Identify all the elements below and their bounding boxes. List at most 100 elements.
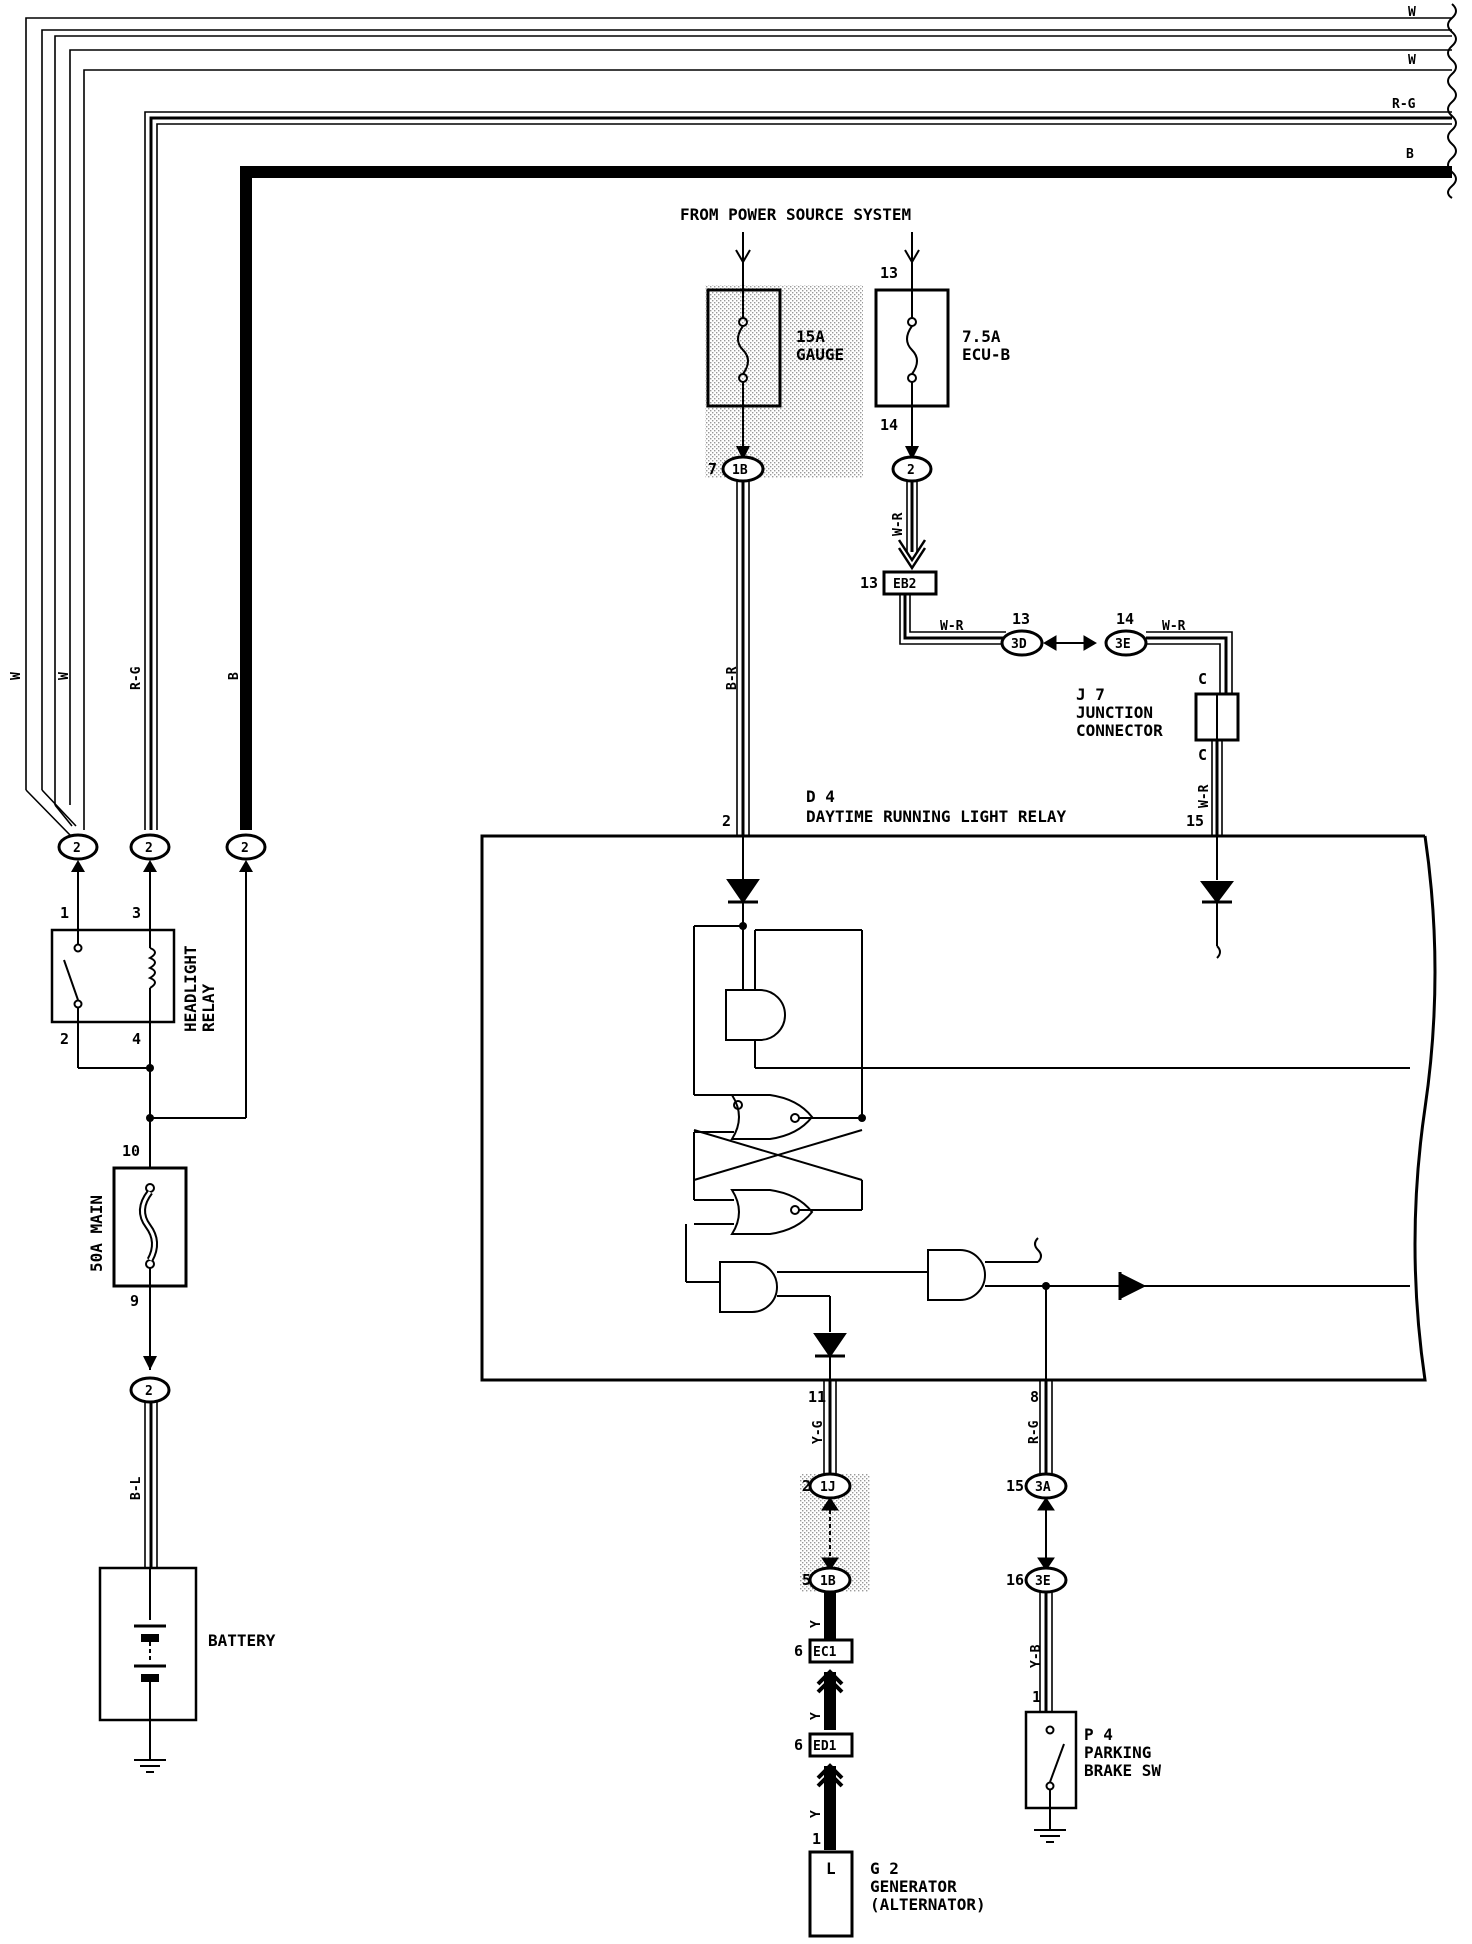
wire-label-y2: Y — [809, 1712, 824, 1720]
parking-brake-switch — [1024, 1710, 1078, 1843]
pin-14-3e: 14 — [1116, 610, 1134, 628]
wire-label-wr-h2: W-R — [1162, 619, 1186, 634]
headlight-relay — [50, 872, 176, 1069]
svg-text:3E: 3E — [1115, 637, 1131, 652]
yb-wire — [1039, 1592, 1053, 1712]
connector-2-row: 2 2 2 — [57, 833, 267, 861]
connector-2-d: 2 — [129, 1376, 171, 1404]
wire-label-w-v1: W — [9, 672, 24, 680]
junction-connector-j7 — [1194, 692, 1240, 742]
svg-text:3D: 3D — [1011, 637, 1027, 652]
generator — [808, 1850, 854, 1938]
pin-13-ecub: 13 — [880, 264, 898, 282]
wire-label-yb: Y-B — [1029, 1644, 1044, 1668]
wire-label-wr-h1: W-R — [940, 619, 964, 634]
connector-3d: 3D — [1000, 629, 1044, 657]
svg-text:2: 2 — [145, 1384, 153, 1399]
junction-dot-d4-2 — [858, 1114, 866, 1122]
pin-6-ec1: 6 — [794, 1642, 803, 1660]
w-wire-joins — [25, 789, 77, 836]
from-power-source-label: FROM POWER SOURCE SYSTEM — [680, 205, 911, 224]
connector-1j-1b-arrows — [821, 1497, 839, 1571]
connector-arrows-left — [71, 860, 253, 872]
pin-14-ecub: 14 — [880, 416, 898, 434]
connector-3a-3e-arrows — [1037, 1497, 1055, 1571]
wr-wire-to-d4 — [1211, 740, 1223, 836]
connector-2-a: 2 — [57, 833, 99, 861]
wire-label-rg-v: R-G — [129, 666, 144, 690]
pin-7: 7 — [708, 460, 717, 478]
junction-dot-d4-1 — [739, 922, 747, 930]
main-fuse — [112, 1166, 188, 1370]
d4-name: DAYTIME RUNNING LIGHT RELAY — [806, 807, 1066, 826]
ecub-fuse-name: ECU-B — [962, 345, 1011, 364]
svg-text:EC1: EC1 — [813, 1645, 837, 1660]
g2-name-1: GENERATOR — [870, 1877, 957, 1896]
wire-label-w-v2: W — [57, 672, 72, 680]
d4-internal-circuit — [685, 836, 1410, 1380]
ecub-fuse — [874, 232, 950, 456]
pin-1-gen: 1 — [812, 1830, 821, 1848]
wire-label-rg-bot: R-G — [1027, 1420, 1042, 1444]
connector-eb2: EB2 — [882, 570, 938, 596]
pin-1-relay: 1 — [60, 904, 69, 922]
wire-label-br: B-R — [725, 666, 740, 690]
svg-text:2: 2 — [145, 841, 153, 856]
connector-3e-top: 3E — [1104, 629, 1148, 657]
g2-name-2: (ALTERNATOR) — [870, 1895, 986, 1914]
svg-text:2: 2 — [73, 841, 81, 856]
connector-pair-arrow — [1043, 635, 1097, 651]
connector-ec1: EC1 — [808, 1638, 854, 1664]
d4-relay-box — [480, 834, 1437, 1382]
pin-4-relay: 4 — [132, 1030, 141, 1048]
pin-9: 9 — [130, 1292, 139, 1310]
gauge-fuse-name: GAUGE — [796, 345, 844, 364]
svg-text:2: 2 — [241, 841, 249, 856]
gauge-fuse-amp: 15A — [796, 327, 825, 346]
pin-2-1j: 2 — [802, 1477, 811, 1495]
wire-label-wr-v: W-R — [891, 512, 906, 536]
svg-text:2: 2 — [907, 463, 915, 478]
wire-label-bl: B-L — [129, 1476, 144, 1500]
connector-2-b: 2 — [129, 833, 171, 861]
junction-dot-2 — [146, 1114, 154, 1122]
yg-wire — [823, 1380, 837, 1474]
pin-8: 8 — [1030, 1388, 1039, 1406]
p4-code: P 4 — [1084, 1725, 1113, 1744]
wire-label-wr-v2: W-R — [1197, 784, 1212, 808]
arrow-ecub-down — [905, 446, 919, 460]
wr-wire-horizontal — [899, 594, 1006, 645]
junction-dot-d4-3 — [1042, 1282, 1050, 1290]
wire-label-w-top1: W — [1408, 5, 1416, 20]
junction-dot-1 — [146, 1064, 154, 1072]
p4-name-2: BRAKE SW — [1084, 1761, 1161, 1780]
pin-c-top: C — [1198, 670, 1207, 688]
connector-1j: 1J — [808, 1472, 852, 1500]
ecub-fuse-amp: 7.5A — [962, 327, 1001, 346]
wr-wire-to-j7 — [1146, 631, 1233, 694]
battery — [98, 1566, 198, 1773]
pin-6-ed1: 6 — [794, 1736, 803, 1754]
wire-label-rg-top: R-G — [1392, 97, 1416, 112]
generator-terminal: L — [826, 1859, 836, 1878]
pin-c-bottom: C — [1198, 746, 1207, 764]
svg-text:1B: 1B — [820, 1574, 836, 1589]
pin-2-relay: 2 — [60, 1030, 69, 1048]
top-wires — [25, 17, 1452, 830]
wire-label-w-top2: W — [1408, 53, 1416, 68]
svg-text:EB2: EB2 — [893, 577, 916, 592]
j7-name-2: CONNECTOR — [1076, 721, 1163, 740]
connector-2-c: 2 — [225, 833, 267, 861]
pin-13-eb2: 13 — [860, 574, 878, 592]
j7-name-1: JUNCTION — [1076, 703, 1153, 722]
pin-15-d4: 15 — [1186, 812, 1204, 830]
pin-3-relay: 3 — [132, 904, 141, 922]
wire-label-y3: Y — [809, 1810, 824, 1818]
wire-label-b-v: B — [227, 672, 242, 680]
pin-1-p4: 1 — [1032, 1688, 1041, 1706]
connector-3a: 3A — [1024, 1472, 1068, 1500]
br-wire — [736, 481, 750, 836]
pin-10: 10 — [122, 1142, 140, 1160]
svg-text:ED1: ED1 — [813, 1739, 837, 1754]
connector-1b-top: 1B — [721, 455, 765, 483]
